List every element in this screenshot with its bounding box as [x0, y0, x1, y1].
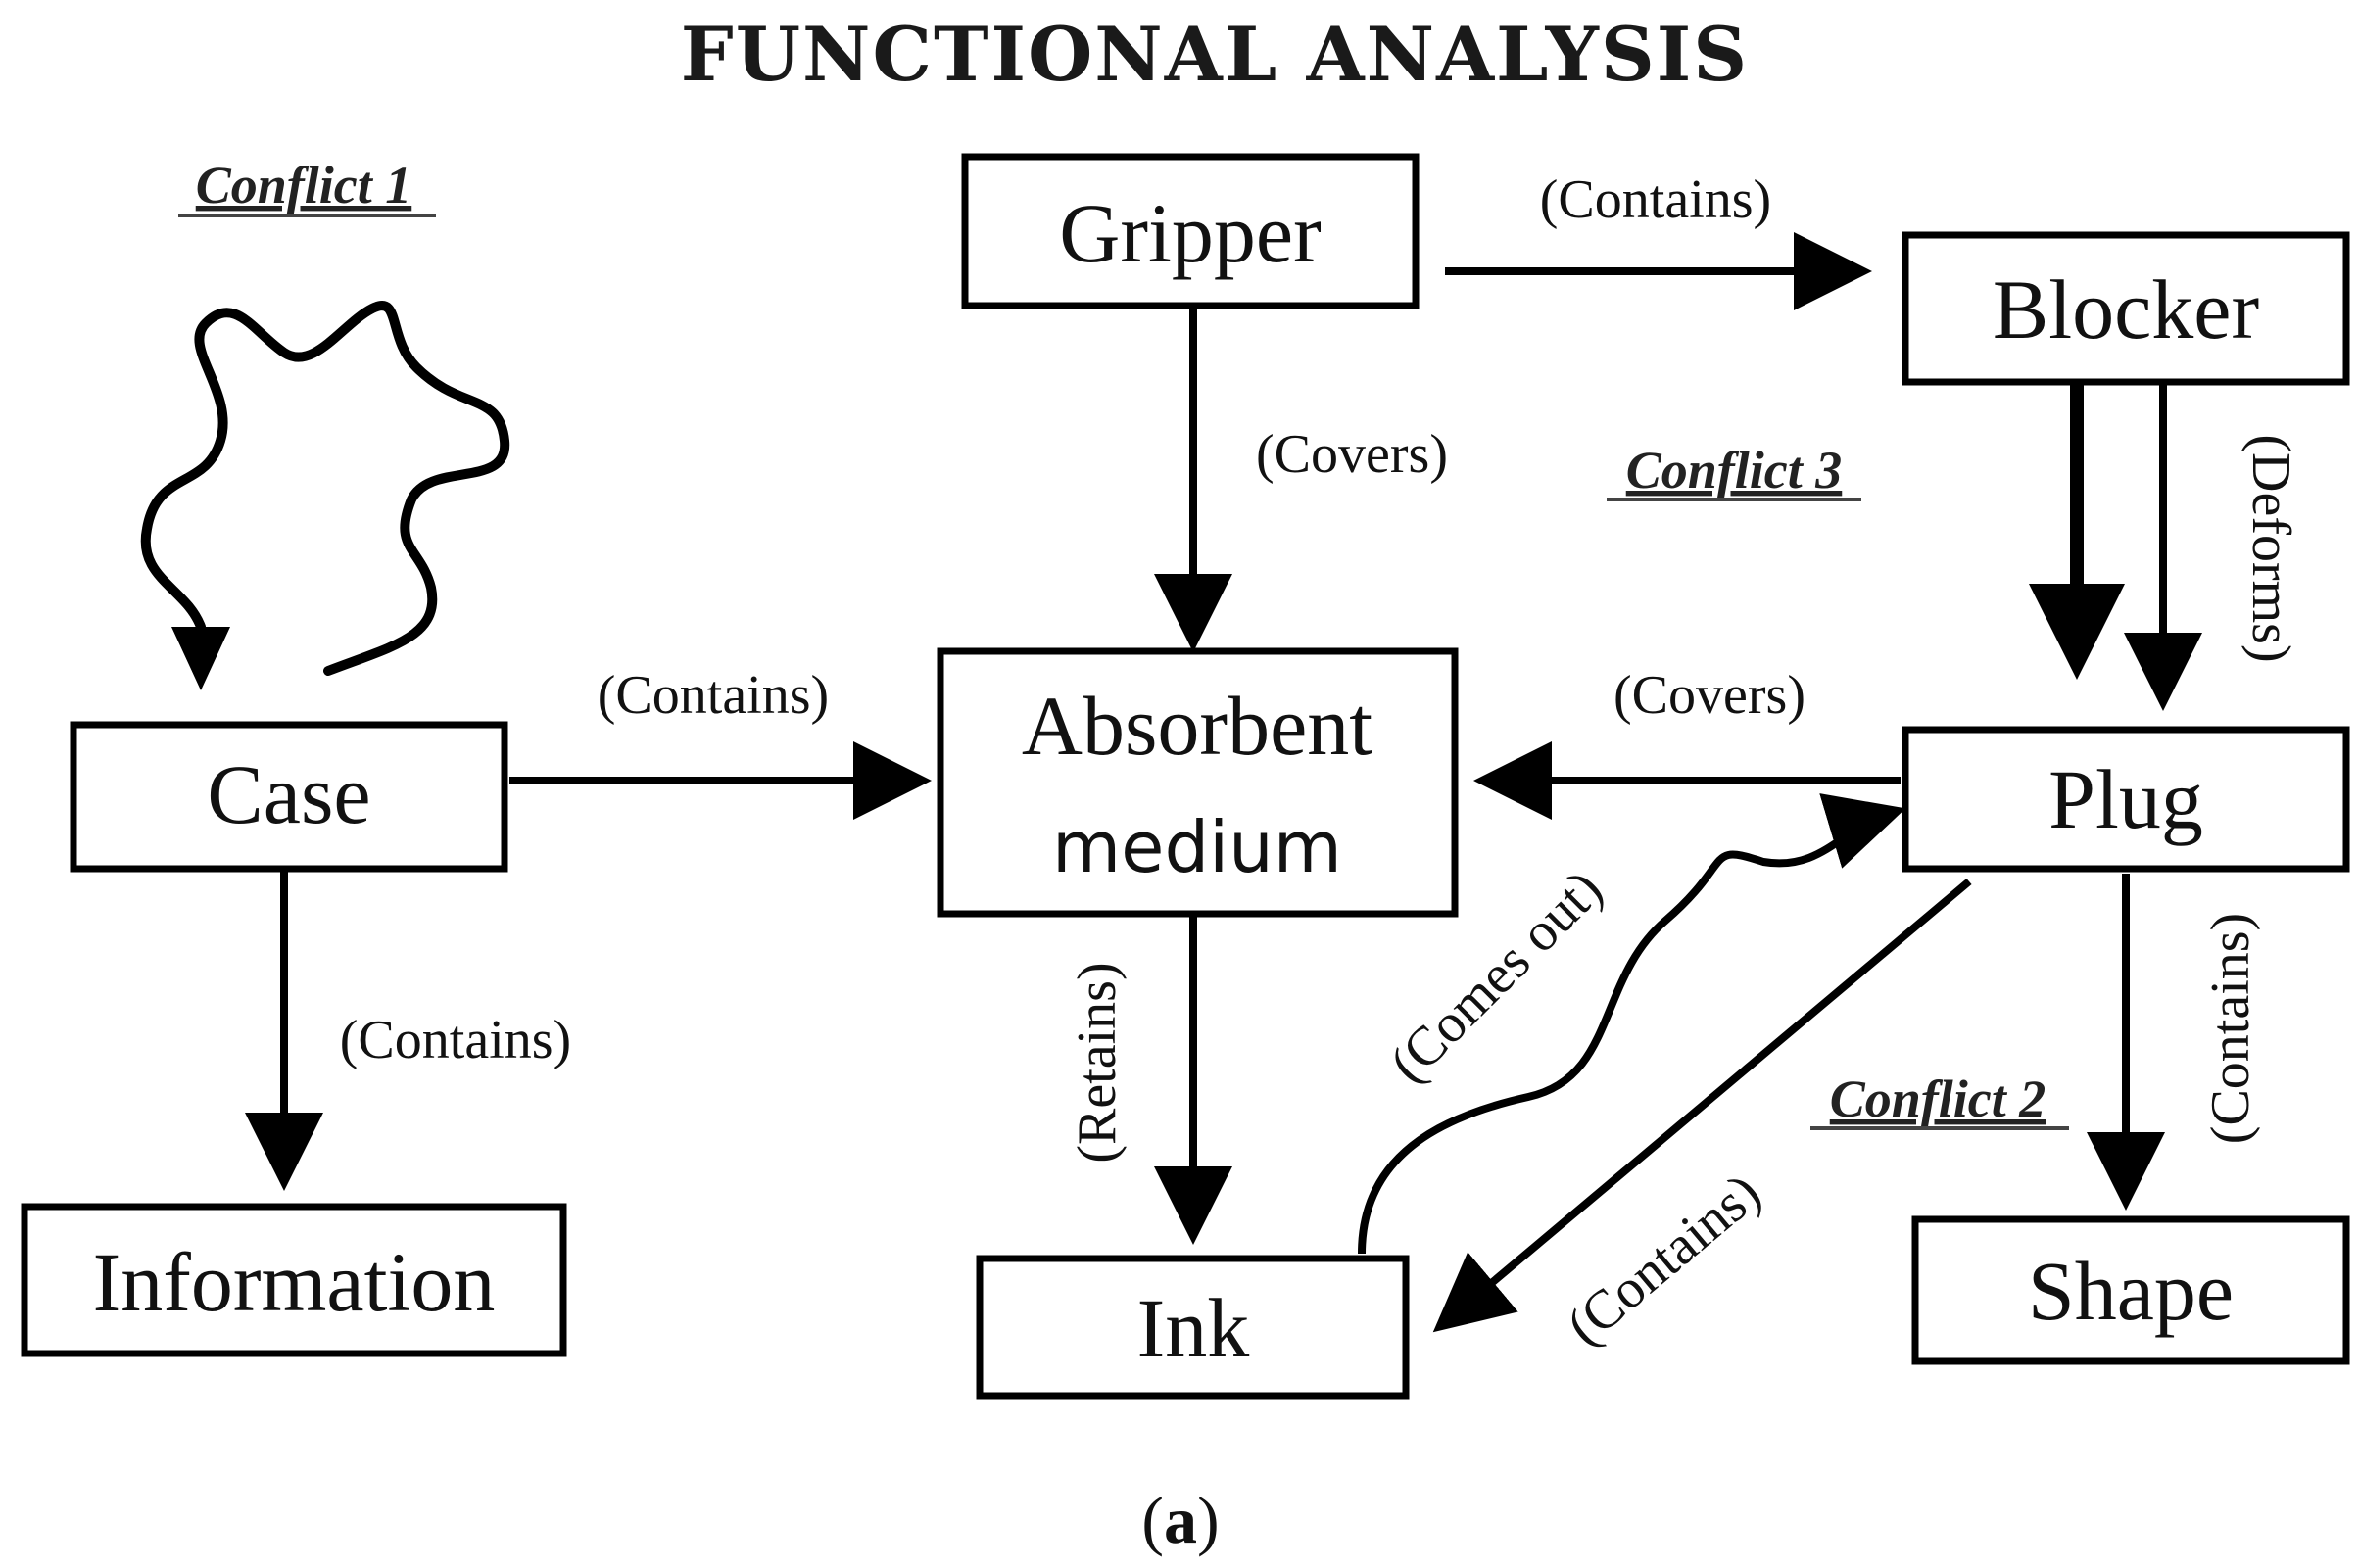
node-shape-label: Shape: [2028, 1244, 2234, 1338]
node-gripper-label: Gripper: [1059, 186, 1321, 280]
edge-label-plug-ink: (Contains): [1556, 1162, 1772, 1356]
node-case: Case: [70, 721, 508, 873]
node-plug: Plug: [1902, 726, 2350, 873]
conflict-1-squiggle: [140, 301, 510, 676]
node-information: Information: [21, 1203, 567, 1357]
conflict-1-label: Conflict 1: [196, 156, 412, 214]
edge-ink-plug: [1358, 793, 1906, 1255]
edge-label-plug-absorbent: (Covers): [1613, 665, 1805, 726]
edge-label-gripper-absorbent: (Covers): [1256, 424, 1448, 485]
node-plug-label: Plug: [2048, 752, 2203, 846]
caption-open: (: [1141, 1483, 1164, 1557]
edge-label-case-absorbent: (Contains): [598, 665, 829, 726]
node-blocker: Blocker: [1902, 231, 2350, 386]
edge-label-blocker-plug: (Deforms): [2240, 434, 2301, 662]
node-absorbent-medium: Absorbent medium: [937, 647, 1459, 918]
node-gripper: Gripper: [961, 153, 1420, 309]
node-case-label: Case: [207, 747, 370, 841]
edge-label-gripper-blocker: (Contains): [1540, 169, 1771, 230]
caption-close: ): [1197, 1483, 1220, 1557]
node-ink: Ink: [976, 1255, 1410, 1400]
node-ink-label: Ink: [1137, 1281, 1250, 1375]
node-absorbent-label-line1: Absorbent: [1022, 679, 1372, 773]
diagram-title: FUNCTIONAL ANALYSIS: [681, 11, 1749, 98]
edge-label-case-information: (Contains): [340, 1010, 571, 1070]
node-absorbent-label-line2: medium: [1052, 806, 1342, 888]
figure-caption: (a): [1141, 1483, 1219, 1557]
node-shape: Shape: [1911, 1215, 2350, 1365]
caption-letter: a: [1164, 1483, 1197, 1557]
node-blocker-label: Blocker: [1993, 262, 2259, 356]
node-information-label: Information: [93, 1235, 496, 1329]
conflict-3-label: Conflict 3: [1626, 441, 1843, 499]
edge-label-plug-shape: (Contains): [2200, 913, 2261, 1144]
conflict-2-label: Conflict 2: [1830, 1069, 2046, 1128]
edge-plug-ink: [1432, 878, 1972, 1333]
edge-label-absorbent-ink: (Retains): [1067, 962, 1128, 1163]
conflict-1-arrowhead: [171, 627, 230, 690]
